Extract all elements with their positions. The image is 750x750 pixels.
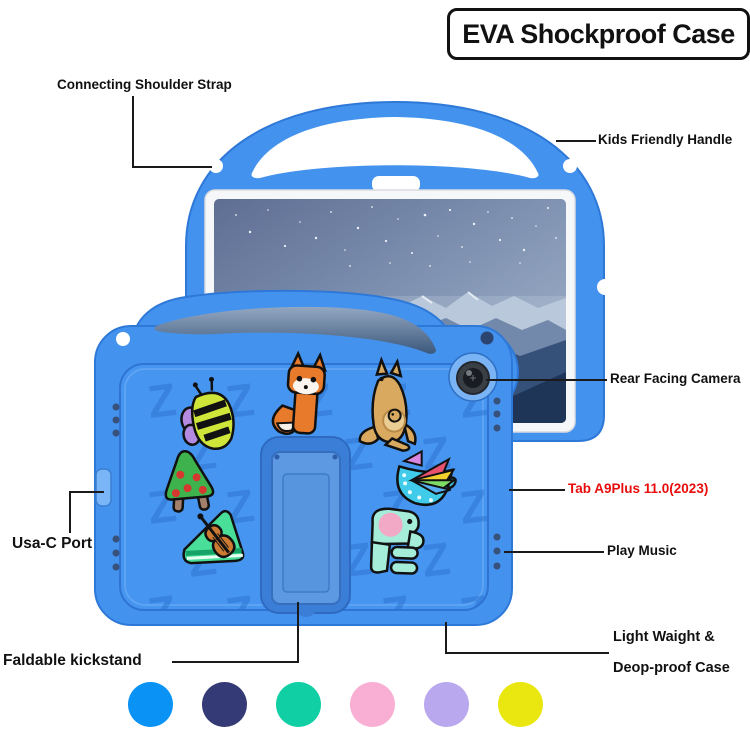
rear-camera bbox=[448, 352, 498, 402]
usb-c-port bbox=[95, 468, 112, 507]
color-swatches bbox=[128, 682, 543, 727]
mic-hole bbox=[480, 331, 494, 345]
label-light-weight-line1: Light Waight & bbox=[613, 629, 715, 645]
line-light-weight-v bbox=[445, 622, 447, 654]
charm-elephant-icon bbox=[369, 507, 425, 575]
front-handle-opening bbox=[154, 306, 436, 354]
color-swatch-navy bbox=[202, 682, 247, 727]
line-rear-camera bbox=[486, 379, 607, 381]
line-kickstand-v bbox=[297, 602, 299, 663]
charm-teacup-icon bbox=[396, 449, 457, 507]
top-notch bbox=[372, 176, 420, 192]
label-model: Tab A9Plus 11.0(2023) bbox=[568, 481, 709, 496]
line-light-weight-h bbox=[445, 652, 609, 654]
line-play-music bbox=[504, 551, 604, 553]
line-model bbox=[509, 489, 565, 491]
stars bbox=[235, 206, 557, 267]
line-shoulder-strap-h bbox=[132, 166, 212, 168]
strap-hole-right bbox=[563, 159, 577, 173]
front-case: ZZZZZZZZZZZZZZZZZZZZZZZ bbox=[94, 289, 519, 626]
svg-text:Z: Z bbox=[457, 479, 491, 534]
label-rear-camera: Rear Facing Camera bbox=[610, 371, 741, 386]
speaker-holes bbox=[112, 397, 501, 571]
front-strap-hole bbox=[116, 332, 130, 346]
line-kids-handle bbox=[556, 140, 596, 142]
line-usb-h bbox=[69, 491, 104, 493]
line-usb-v bbox=[69, 491, 71, 533]
svg-text:Z: Z bbox=[145, 373, 179, 428]
charm-bee-icon bbox=[180, 376, 235, 451]
label-kids-handle: Kids Friendly Handle bbox=[598, 132, 733, 147]
color-swatch-pink bbox=[350, 682, 395, 727]
label-kickstand: Faldable kickstand bbox=[3, 652, 142, 669]
color-swatch-lavender bbox=[424, 682, 469, 727]
color-swatch-blue bbox=[128, 682, 173, 727]
title-badge: EVA Shockproof Case bbox=[447, 8, 750, 60]
label-shoulder-strap: Connecting Shoulder Strap bbox=[57, 77, 232, 92]
line-kickstand-h bbox=[172, 661, 299, 663]
charm-guitar-icon bbox=[182, 509, 245, 565]
kickstand bbox=[260, 436, 351, 617]
color-swatch-mint bbox=[276, 682, 321, 727]
charm-kangaroo-icon bbox=[358, 356, 417, 452]
strap-hole-left bbox=[209, 159, 223, 173]
page-title: EVA Shockproof Case bbox=[462, 18, 735, 49]
charm-tree-icon bbox=[164, 450, 215, 513]
label-play-music: Play Music bbox=[607, 543, 677, 558]
kickstand-notch bbox=[295, 606, 317, 617]
label-usb-port: Usa-C Port bbox=[12, 535, 93, 552]
line-shoulder-strap-v bbox=[132, 96, 134, 168]
color-swatch-yellow bbox=[498, 682, 543, 727]
back-handle-opening bbox=[251, 117, 539, 179]
charm-fox-icon bbox=[271, 350, 327, 435]
side-button-notch bbox=[597, 279, 613, 295]
label-light-weight-line2: Deop-proof Case bbox=[613, 660, 730, 676]
